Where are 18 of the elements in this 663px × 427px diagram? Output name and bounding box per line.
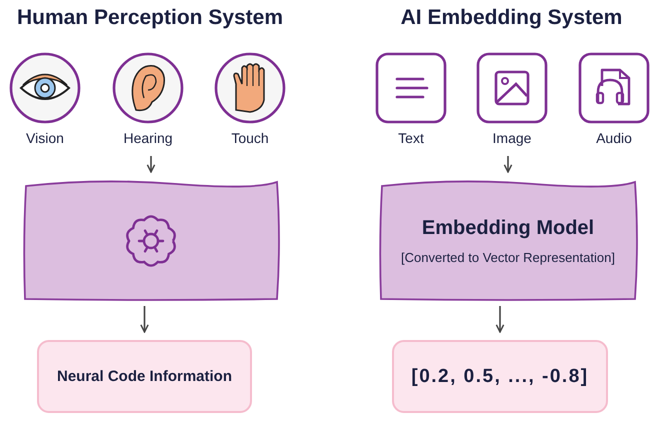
- output-text: [0.2, 0.5, ..., -0.8]: [411, 366, 589, 388]
- section-heading: AI Embedding System: [400, 6, 624, 30]
- icon-caption: Text: [397, 130, 425, 146]
- output-box: [392, 340, 608, 413]
- arrow: [146, 156, 156, 173]
- box-subtitle: [Converted to Vector Representation]: [401, 250, 615, 265]
- icon-caption: Hearing: [122, 130, 174, 146]
- arrow: [496, 306, 504, 333]
- icon-caption: Audio: [595, 130, 633, 146]
- output-box: [37, 340, 252, 413]
- box-title: Embedding Model: [422, 217, 594, 240]
- arrow: [504, 156, 512, 173]
- arrow: [140, 306, 149, 333]
- icon-caption: Touch: [230, 130, 270, 146]
- section-heading: Human Perception System: [16, 6, 284, 30]
- output-text: Neural Code Information: [56, 368, 232, 385]
- icon-caption: Image: [492, 130, 532, 146]
- icon-caption: Vision: [25, 130, 65, 146]
